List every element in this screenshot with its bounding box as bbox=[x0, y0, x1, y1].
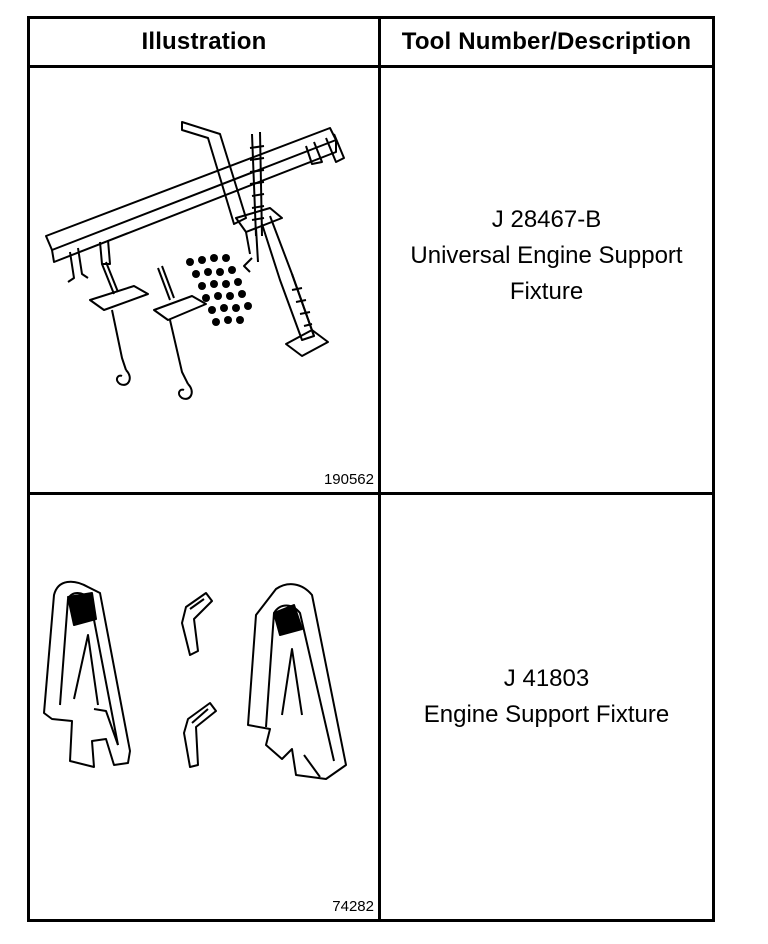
header-illustration: Illustration bbox=[141, 28, 267, 55]
figure-number: 74282 bbox=[332, 898, 374, 915]
engine-support-fixture-illustration bbox=[45, 121, 345, 400]
tool-description-line1: Engine Support Fixture bbox=[423, 701, 670, 728]
row2-description-cell: J 41803 Engine Support Fixture bbox=[381, 495, 712, 919]
row1-illustration-cell: 190562 bbox=[30, 68, 378, 492]
row2-illustration-cell: 74282 bbox=[30, 495, 378, 919]
row-divider bbox=[30, 492, 712, 495]
column-divider bbox=[378, 19, 381, 919]
tool-number: J 41803 bbox=[503, 665, 590, 692]
tool-description-line2: Fixture bbox=[509, 278, 584, 305]
figure-number: 190562 bbox=[323, 471, 374, 488]
header-tool-description: Tool Number/Description bbox=[401, 28, 692, 55]
engine-support-brackets-illustration bbox=[43, 580, 347, 780]
row1-description-cell: J 28467-B Universal Engine Support Fixtu… bbox=[381, 68, 712, 492]
tool-table: Illustration Tool Number/Description bbox=[27, 16, 715, 922]
header-divider bbox=[30, 65, 712, 68]
tool-number: J 28467-B bbox=[491, 206, 602, 233]
tool-description-line1: Universal Engine Support bbox=[410, 242, 683, 269]
